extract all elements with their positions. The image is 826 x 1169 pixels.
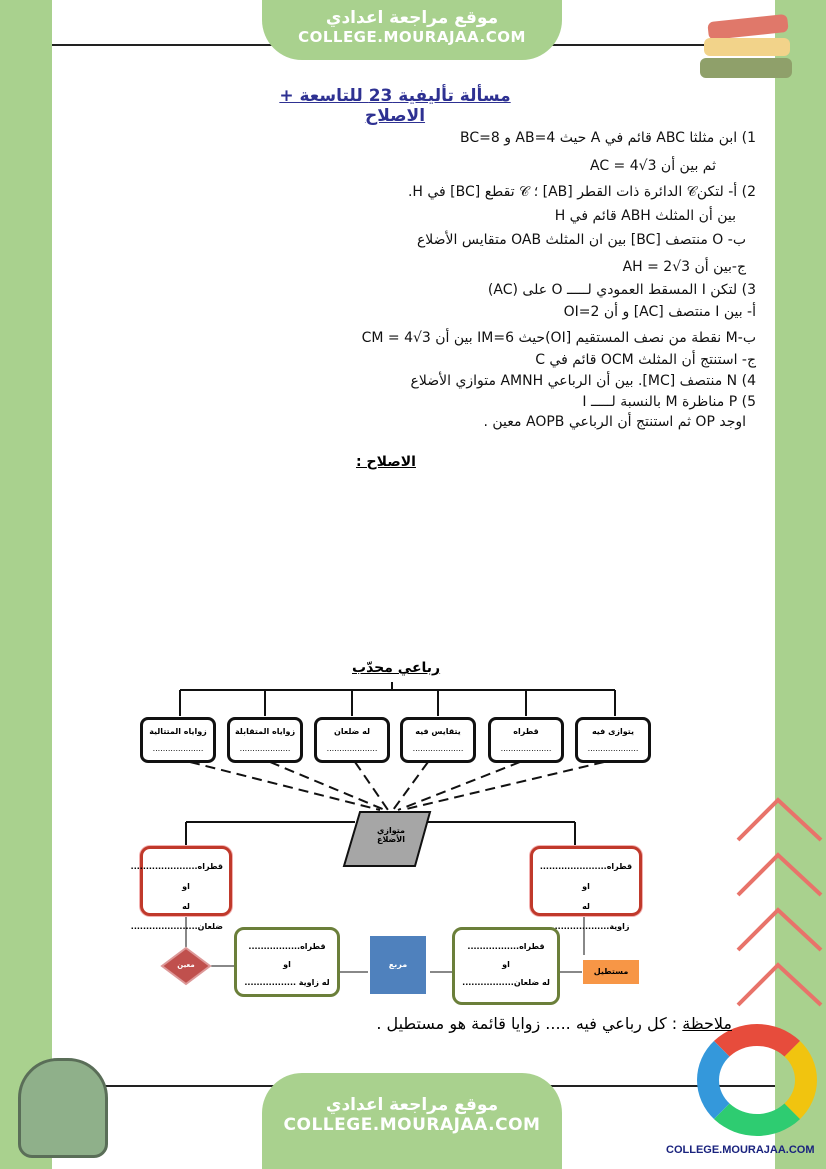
question-line: 4) N منتصف [MC]. بين أن الرباعي AMNH متو…: [410, 373, 756, 389]
property-box: يتوازى فيه....................: [575, 717, 651, 763]
backpack-icon: [18, 1058, 108, 1158]
question-line: ج-بين أن AH = 2√3: [622, 259, 746, 275]
diagram-root-label: رباعي محدّب: [352, 660, 441, 676]
footer-site-banner[interactable]: موقع مراجعة اعدادي COLLEGE.MOURAJAA.COM: [262, 1073, 562, 1169]
header-site-url: COLLEGE.MOURAJAA.COM: [298, 28, 526, 46]
note-text: ملاحظة : كل رباعي فيه ..... زوايا قائمة …: [376, 1014, 732, 1033]
question-line: 1) ابن مثلثا ABC قائم في A حيث AB=4 و BC…: [459, 130, 756, 146]
question-line: 5) P مناظرة M بالنسبة لـــــ I: [582, 394, 756, 410]
question-line: ج- استنتج أن المثلث OCM قائم في C: [535, 352, 756, 368]
question-line: ثم بين أن AC = 4√3: [590, 158, 716, 174]
question-line: ب-M نقطة من نصف المستقيم [OI)حيث IM=6 بي…: [361, 330, 756, 346]
footer-site-url: COLLEGE.MOURAJAA.COM: [283, 1115, 541, 1135]
rhombus-label: معين: [177, 961, 195, 969]
correction-heading: الاصلاح :: [356, 454, 416, 470]
property-box: قطراه....................: [488, 717, 564, 763]
question-line: 2) أ- لتكن𝒞 الدائرة ذات القطر [AB] ؛ 𝒞 ت…: [407, 184, 756, 200]
rectangle-shape: مستطيل: [583, 960, 639, 984]
property-box: يتقايس فيه....................: [400, 717, 476, 763]
footer-site-arabic: موقع مراجعة اعدادي: [325, 1095, 499, 1115]
question-line: ب- O منتصف [BC] بين ان المثلث OAB متقايس…: [416, 232, 746, 248]
property-box: زواياه المتتالية....................: [140, 717, 216, 763]
square-shape: مربع: [370, 936, 426, 994]
page-title: مسألة تأليفية 23 للتاسعة + الاصلاح: [279, 86, 511, 126]
rhombus-shape: [160, 946, 212, 986]
property-box: زواياه المتقابلة....................: [227, 717, 303, 763]
chevron-decoration-icon: [736, 797, 823, 1007]
site-logo-text: COLLEGE.MOURAJAA.COM: [666, 1144, 815, 1156]
question-line: اوجد OP ثم استنتج أن الرباعي AOPB معين .: [483, 414, 746, 430]
property-box: له ضلعان....................: [314, 717, 390, 763]
question-line: 3) لتكن I المسقط العمودي لـــــ O على (A…: [487, 282, 756, 298]
header-site-arabic: موقع مراجعة اعدادي: [325, 8, 499, 28]
question-line: بين أن المثلث ABH قائم في H: [554, 208, 736, 224]
parallelogram-shape: [342, 811, 432, 867]
books-icon: [700, 13, 796, 88]
header-site-banner[interactable]: موقع مراجعة اعدادي COLLEGE.MOURAJAA.COM: [262, 0, 562, 60]
question-line: أ- بين I منتصف [AC] و أن OI=2: [563, 304, 756, 320]
parallelogram-label: متوازي الأضلاع: [377, 826, 405, 844]
